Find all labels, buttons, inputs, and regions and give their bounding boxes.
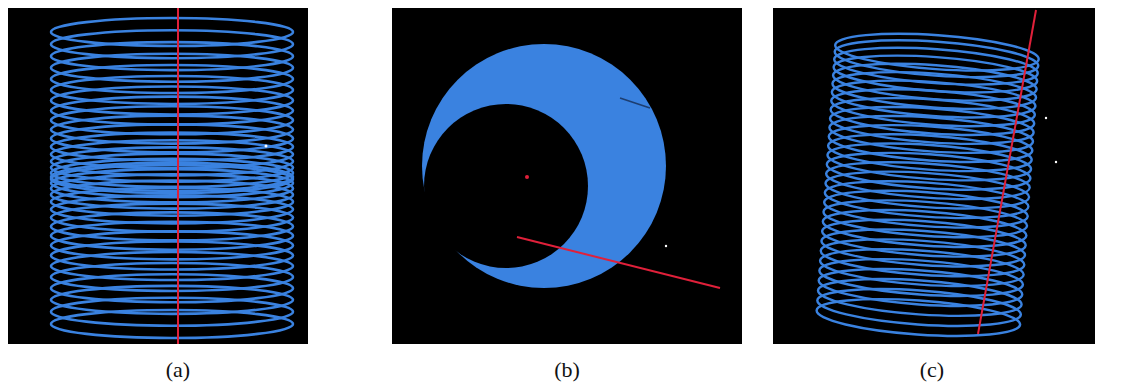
axis-point — [525, 175, 529, 179]
cylinder-rings — [815, 28, 1039, 341]
panel-background — [773, 8, 1095, 344]
noise-point — [265, 145, 268, 148]
noise-point — [1055, 161, 1057, 163]
axis-line — [978, 10, 1036, 334]
panel-label: (c) — [920, 357, 944, 383]
scan-ring — [815, 293, 1021, 341]
noise-point — [1045, 117, 1047, 119]
scan-seam — [620, 98, 650, 108]
cylinder-rings — [51, 18, 293, 338]
cylinder-hole — [424, 104, 588, 268]
panel-background — [8, 8, 308, 344]
scan-ring — [51, 310, 293, 338]
noise-point — [665, 245, 667, 247]
panel-label: (a) — [166, 357, 190, 383]
axis-line — [517, 237, 720, 288]
panel-label: (b) — [554, 357, 580, 383]
panel-background — [392, 8, 742, 344]
scan-ring — [51, 298, 293, 326]
noise-point — [315, 87, 317, 89]
cylinder-end-view — [422, 44, 666, 288]
scan-ring — [51, 195, 293, 223]
scan-ring — [51, 147, 293, 175]
axis-line — [177, 8, 179, 344]
